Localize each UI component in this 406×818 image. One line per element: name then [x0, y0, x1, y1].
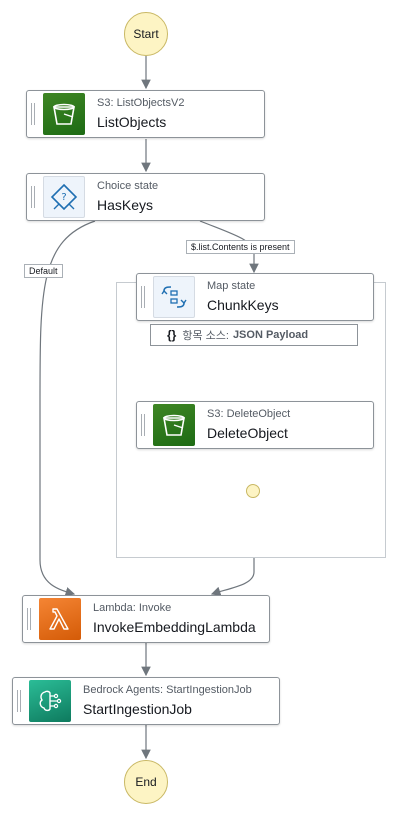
state-name-label: ListObjects [97, 114, 167, 130]
drag-handle[interactable] [26, 608, 34, 630]
map-icon [153, 276, 195, 318]
drag-handle[interactable] [30, 103, 38, 125]
state-type-label: S3: DeleteObject [207, 408, 291, 420]
state-invoke-lambda[interactable]: Lambda: Invoke InvokeEmbeddingLambda [22, 595, 270, 643]
start-node[interactable]: Start [124, 12, 168, 56]
drag-handle[interactable] [140, 414, 148, 436]
state-name-label: DeleteObject [207, 425, 288, 441]
state-name-label: HasKeys [97, 197, 154, 213]
state-chunk-keys[interactable]: Map state ChunkKeys [136, 273, 374, 321]
edge-label-default[interactable]: Default [24, 264, 63, 278]
item-source-type: JSON Payload [232, 329, 309, 341]
state-list-objects[interactable]: S3: ListObjectsV2 ListObjects [26, 90, 265, 138]
edge-haskeys-lambda-default [39, 220, 96, 597]
state-type-label: Bedrock Agents: StartIngestionJob [83, 684, 252, 696]
state-has-keys[interactable]: ? Choice state HasKeys [26, 173, 265, 221]
svg-text:?: ? [61, 192, 66, 203]
start-label: Start [133, 27, 159, 41]
state-type-label: S3: ListObjectsV2 [97, 97, 185, 109]
state-delete-object[interactable]: S3: DeleteObject DeleteObject [136, 401, 374, 449]
state-name-label: InvokeEmbeddingLambda [93, 619, 256, 635]
json-brace-icon: {} [167, 328, 177, 342]
edge-map-lambda [210, 558, 255, 596]
drag-handle[interactable] [140, 286, 148, 308]
state-name-label: StartIngestionJob [83, 701, 192, 717]
lambda-icon [39, 598, 81, 640]
end-label: End [135, 775, 157, 789]
state-start-ingestion-job[interactable]: Bedrock Agents: StartIngestionJob StartI… [12, 677, 280, 725]
bedrock-icon [29, 680, 71, 722]
state-type-label: Lambda: Invoke [93, 602, 172, 614]
drag-handle[interactable] [16, 690, 24, 712]
map-iteration-end-node[interactable] [246, 484, 260, 498]
state-type-label: Choice state [97, 180, 159, 192]
item-source-bar[interactable]: {} 항목 소스: JSON Payload [150, 324, 358, 346]
edge-label-condition[interactable]: $.list.Contents is present [186, 240, 295, 254]
s3-bucket-icon [43, 93, 85, 135]
drag-handle[interactable] [30, 186, 38, 208]
state-name-label: ChunkKeys [207, 297, 279, 313]
s3-bucket-icon [153, 404, 195, 446]
item-source-label: 항목 소스: [182, 330, 229, 342]
choice-icon: ? [43, 176, 85, 218]
end-node[interactable]: End [124, 760, 168, 804]
state-type-label: Map state [207, 280, 256, 292]
